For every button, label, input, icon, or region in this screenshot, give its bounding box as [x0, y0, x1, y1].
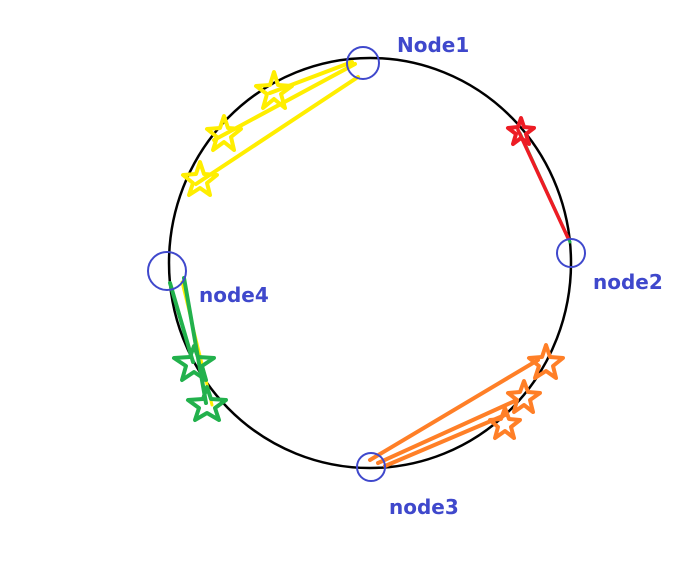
star-icon — [186, 385, 228, 422]
node3-line-to-star3 — [383, 413, 507, 468]
node3-circle-icon — [356, 452, 386, 482]
node1-circle-icon — [346, 46, 380, 80]
node2-line-to-star1 — [516, 128, 570, 240]
node2-circle-icon — [556, 238, 586, 268]
star-icon — [506, 379, 542, 414]
node1-items — [181, 70, 294, 197]
node4-line-to-star1 — [168, 281, 195, 364]
star-icon — [181, 160, 219, 197]
node4-circle-icon — [147, 251, 187, 291]
node1-label: Node1 — [397, 33, 470, 57]
star-icon — [506, 116, 536, 146]
node1-line-to-star3 — [194, 75, 360, 186]
hash-ring — [167, 56, 573, 470]
node2-label: node2 — [593, 270, 663, 294]
node-markers — [147, 46, 586, 482]
star-icon — [205, 114, 243, 152]
node3-items — [488, 343, 565, 440]
node4-line-to-star2 — [182, 276, 208, 405]
node3-line-to-star2 — [376, 398, 519, 465]
star-icon — [172, 344, 216, 382]
node3-assignment-lines — [368, 358, 540, 468]
star-icon — [488, 406, 522, 440]
node4-items — [172, 344, 228, 422]
star-icon — [254, 70, 294, 110]
node1-line-to-star1 — [268, 60, 354, 95]
node3-line-to-star1 — [368, 358, 540, 462]
node4-assignment-lines — [168, 276, 208, 405]
star-icon — [527, 343, 565, 380]
node4-label: node4 — [199, 283, 269, 307]
node3-label: node3 — [389, 495, 459, 519]
